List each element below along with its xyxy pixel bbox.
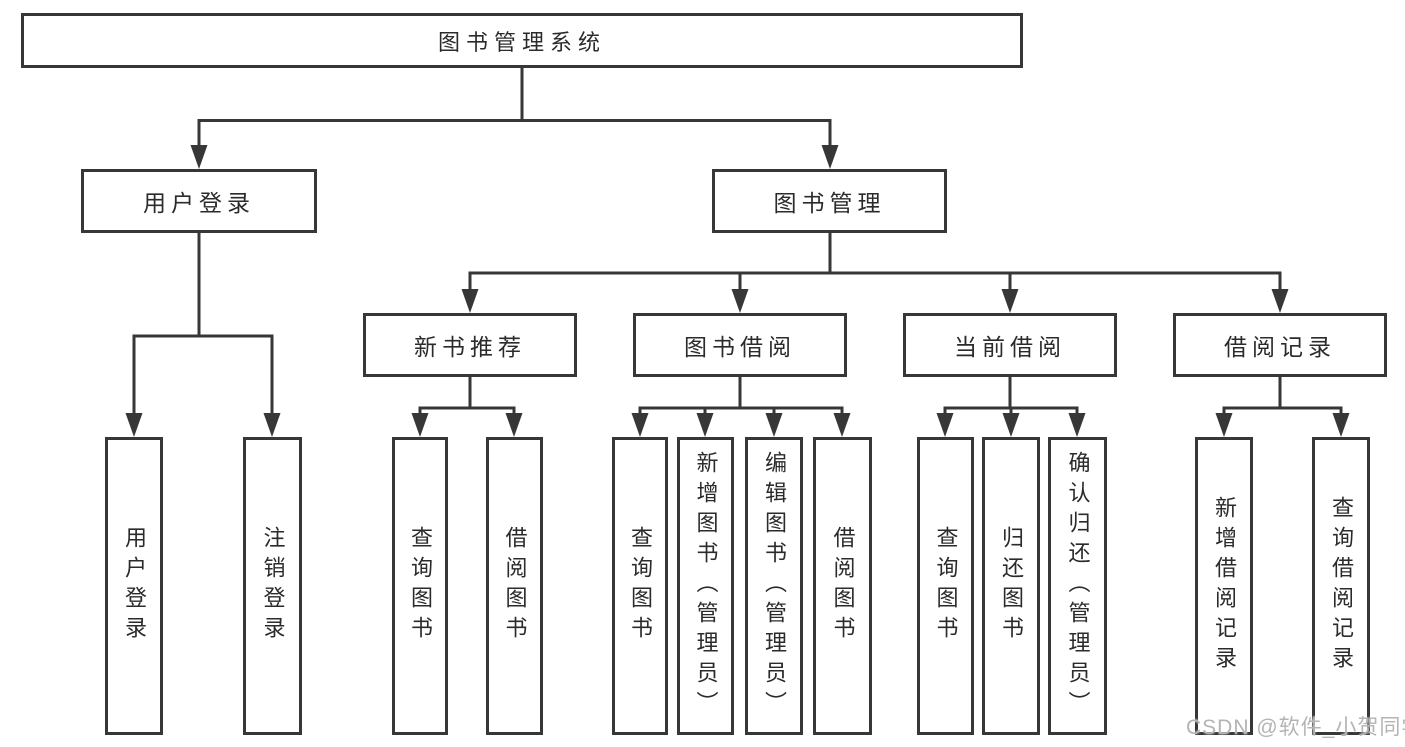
node-label: 新增借阅记录 bbox=[1212, 496, 1237, 676]
arrow-down-icon bbox=[833, 413, 851, 437]
leaf-records-query-record: 查询借阅记录 bbox=[1312, 437, 1370, 735]
node-new-book-recommend: 新书推荐 bbox=[363, 313, 577, 377]
arrow-down-icon bbox=[765, 413, 783, 437]
node-label: 用户登录 bbox=[122, 526, 147, 646]
arrow-down-icon bbox=[263, 413, 281, 437]
node-current-borrow: 当前借阅 bbox=[903, 313, 1117, 377]
arrow-down-icon bbox=[631, 413, 649, 437]
node-label: 查询图书 bbox=[933, 526, 959, 646]
arrow-down-icon bbox=[461, 289, 479, 313]
node-label: 确认归还（管理员） bbox=[1065, 451, 1091, 721]
node-label: 注销登录 bbox=[260, 526, 286, 646]
leaf-current-query-books: 查询图书 bbox=[917, 437, 974, 735]
leaf-current-confirm-return-admin: 确认归还（管理员） bbox=[1048, 437, 1107, 735]
arrow-down-icon bbox=[411, 413, 429, 437]
node-label: 用户登录 bbox=[143, 190, 255, 216]
arrow-down-icon bbox=[1068, 413, 1086, 437]
node-label: 当前借阅 bbox=[954, 334, 1066, 360]
arrow-down-icon bbox=[125, 413, 143, 437]
node-label: 图书管理 bbox=[773, 190, 886, 216]
arrow-down-icon bbox=[1215, 413, 1233, 437]
leaf-user-login: 用户登录 bbox=[105, 437, 163, 735]
leaf-recommend-borrow-books: 借阅图书 bbox=[486, 437, 543, 735]
node-label: 查询图书 bbox=[408, 526, 433, 646]
node-user-login: 用户登录 bbox=[81, 169, 317, 233]
node-label: 图书管理系统 bbox=[437, 29, 606, 55]
leaf-records-add-record: 新增借阅记录 bbox=[1195, 437, 1253, 735]
node-label: 图书借阅 bbox=[684, 334, 796, 360]
csdn-watermark: CSDN @软件_小贺同学 bbox=[1186, 716, 1405, 739]
node-root-system: 图书管理系统 bbox=[21, 13, 1023, 68]
node-label: 归还图书 bbox=[999, 526, 1024, 646]
leaf-borrow-add-books-admin: 新增图书（管理员） bbox=[677, 437, 734, 735]
node-label: 查询图书 bbox=[628, 526, 653, 646]
node-book-management: 图书管理 bbox=[712, 169, 947, 233]
arrow-down-icon bbox=[1271, 289, 1289, 313]
node-borrow-records: 借阅记录 bbox=[1173, 313, 1387, 377]
arrow-down-icon bbox=[821, 145, 839, 169]
node-label: 借阅图书 bbox=[830, 526, 856, 646]
leaf-borrow-query-books: 查询图书 bbox=[612, 437, 668, 735]
leaf-borrow-edit-books-admin: 编辑图书（管理员） bbox=[745, 437, 803, 735]
node-label: 新书推荐 bbox=[414, 334, 526, 360]
arrow-down-icon bbox=[190, 145, 208, 169]
node-label: 借阅图书 bbox=[502, 526, 528, 646]
arrow-down-icon bbox=[696, 413, 714, 437]
node-label: 新增图书（管理员） bbox=[693, 451, 719, 721]
node-label: 查询借阅记录 bbox=[1329, 496, 1354, 676]
node-book-borrow: 图书借阅 bbox=[633, 313, 847, 377]
leaf-logout: 注销登录 bbox=[243, 437, 302, 735]
leaf-current-return-books: 归还图书 bbox=[982, 437, 1040, 735]
arrowheads bbox=[125, 145, 1350, 437]
node-label: 借阅记录 bbox=[1224, 334, 1336, 360]
arrow-down-icon bbox=[1332, 413, 1350, 437]
arrow-down-icon bbox=[1001, 289, 1019, 313]
arrow-down-icon bbox=[936, 413, 954, 437]
leaf-borrow-borrow-books: 借阅图书 bbox=[813, 437, 872, 735]
arrow-down-icon bbox=[731, 289, 749, 313]
leaf-recommend-query-books: 查询图书 bbox=[392, 437, 448, 735]
arrow-down-icon bbox=[505, 413, 523, 437]
arrow-down-icon bbox=[1002, 413, 1020, 437]
node-label: 编辑图书（管理员） bbox=[762, 451, 787, 721]
